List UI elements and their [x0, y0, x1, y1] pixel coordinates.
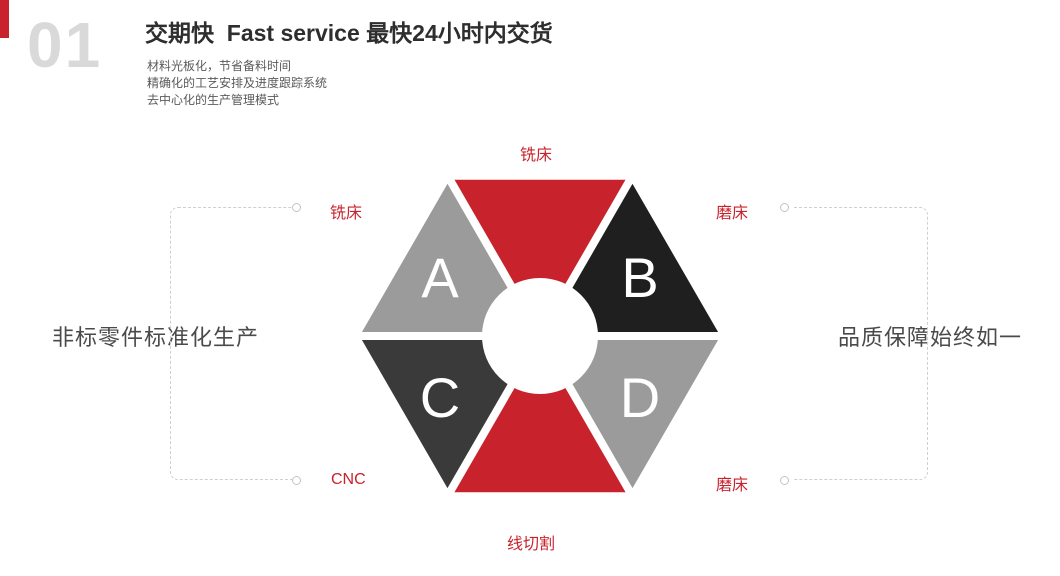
connector-node-icon — [292, 203, 301, 212]
page-title: 交期快 Fast service 最快24小时内交货 — [145, 20, 553, 46]
right-caption: 品质保障始终如一 — [838, 325, 1023, 350]
accent-bar — [0, 0, 9, 38]
connector-node-icon — [780, 203, 789, 212]
bullet-item: 精确化的工艺安排及进度跟踪系统 — [147, 76, 328, 90]
segment-label-bottom: 线切割 — [507, 536, 556, 553]
segment-letter-b: B — [621, 246, 658, 309]
segment-label-top: 铣床 — [520, 147, 553, 164]
bullet-item: 去中心化的生产管理模式 — [147, 93, 280, 107]
hexagon-segment-bottom — [443, 332, 637, 501]
segment-letter-c: C — [420, 366, 460, 429]
section-number: 01 — [27, 9, 103, 81]
left-caption: 非标零件标准化生产 — [52, 325, 260, 350]
bullet-list: 材料光板化，节省备料时间 精确化的工艺安排及进度跟踪系统 去中心化的生产管理模式 — [147, 58, 327, 109]
segment-label-lower-left: CNC — [331, 471, 366, 488]
hexagon-diagram: A B C D — [351, 171, 729, 501]
segment-letter-d: D — [620, 366, 660, 429]
segment-letter-a: A — [421, 246, 459, 309]
segment-label-lower-right: 磨床 — [716, 477, 749, 494]
left-connector-bracket — [170, 207, 292, 480]
connector-node-icon — [292, 476, 301, 485]
hexagon-center-circle — [482, 278, 598, 394]
segment-label-upper-right: 磨床 — [716, 205, 749, 222]
bullet-item: 材料光板化，节省备料时间 — [147, 59, 292, 73]
segment-label-upper-left: 铣床 — [330, 205, 363, 222]
right-connector-bracket — [794, 207, 928, 480]
connector-node-icon — [780, 476, 789, 485]
